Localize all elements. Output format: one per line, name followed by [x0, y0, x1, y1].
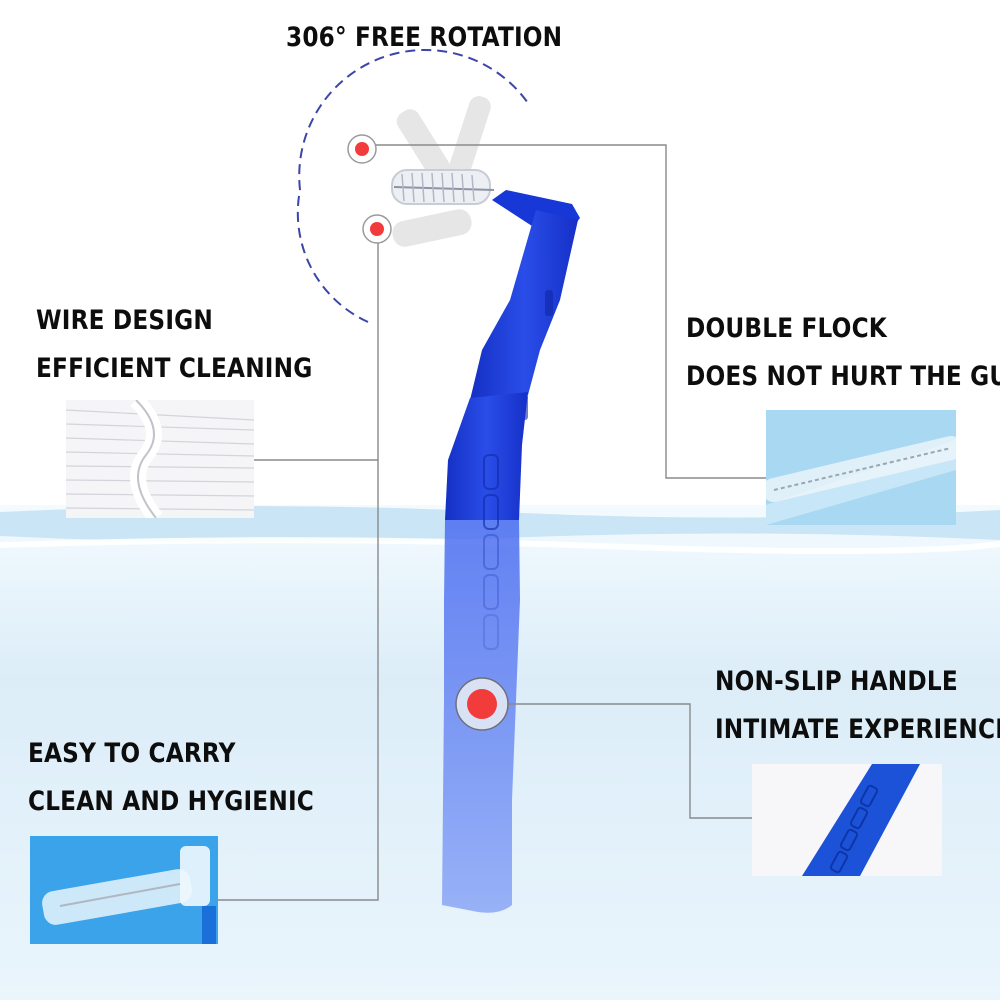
carry-case-image — [30, 836, 218, 944]
easy-to-carry-label: EASY TO CARRY CLEAN AND HYGIENIC — [28, 730, 314, 826]
flock-closeup-image — [766, 410, 956, 525]
handle-neck — [470, 210, 578, 400]
wire-design-label: WIRE DESIGN EFFICIENT CLEANING — [36, 297, 312, 393]
flock-line-2: DOES NOT HURT THE GUMS — [686, 361, 1000, 392]
carry-line-1: EASY TO CARRY — [28, 738, 236, 769]
grip-slots — [483, 454, 499, 650]
nonslip-line-1: NON-SLIP HANDLE — [715, 666, 958, 697]
nonslip-line-2: INTIMATE EXPERIENCE — [715, 714, 1000, 745]
brush-bristles — [391, 169, 495, 205]
wire-line-2: EFFICIENT CLEANING — [36, 353, 313, 384]
non-slip-handle-label: NON-SLIP HANDLE INTIMATE EXPERIENCE — [715, 658, 1000, 754]
double-flock-label: DOUBLE FLOCK DOES NOT HURT THE GUMS — [686, 305, 1000, 401]
leader-lines — [218, 144, 766, 901]
rotation-title: 306° FREE ROTATION — [286, 22, 563, 53]
red-markers — [347, 134, 509, 731]
carry-line-2: CLEAN AND HYGIENIC — [28, 786, 314, 817]
flock-line-1: DOUBLE FLOCK — [686, 313, 887, 344]
wire-closeup-image — [66, 400, 254, 518]
wire-line-1: WIRE DESIGN — [36, 305, 213, 336]
handle-closeup-image — [752, 764, 942, 876]
